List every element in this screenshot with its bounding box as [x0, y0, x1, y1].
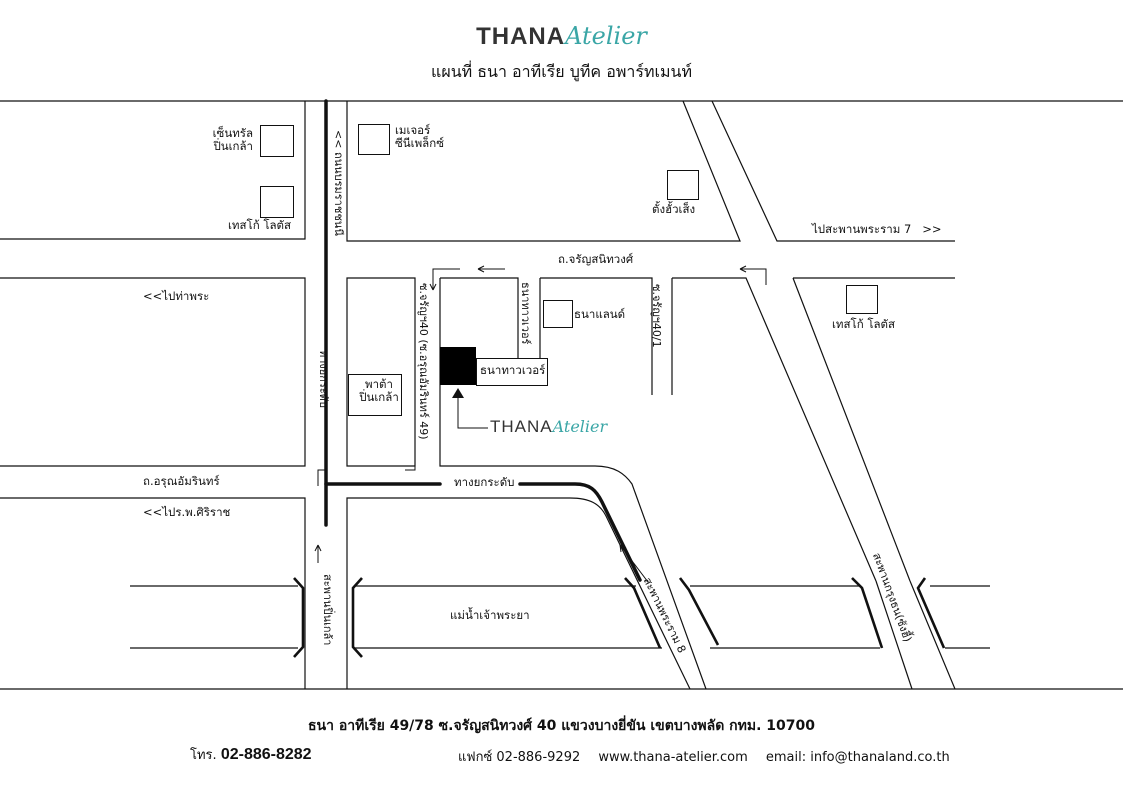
block-tha-phra — [0, 277, 306, 467]
label-to-siriraj: <<ไปร.พ.ศิริราช — [143, 505, 231, 519]
arrow-right-turn — [740, 268, 767, 285]
box-tang-hua-seng — [667, 170, 699, 200]
bridge-krungthon-right — [916, 577, 946, 649]
arrow-bridge-up-head — [314, 544, 322, 552]
pointer-atelier — [457, 394, 488, 429]
label-thana-tower: ธนาทาวเวอร์ — [480, 363, 546, 377]
footer-phone: โทร. 02-886-8282 — [190, 744, 312, 765]
bridge-pinklao-right — [351, 577, 363, 658]
atelier-building — [440, 347, 476, 385]
website-link[interactable]: www.thana-atelier.com — [598, 750, 748, 765]
pointer-atelier-head — [452, 388, 464, 398]
label-arun-amarin: ถ.อรุณอัมรินทร์ — [143, 474, 220, 488]
block-center-right — [672, 277, 877, 582]
box-tesco-right — [846, 285, 878, 314]
bridge-rama8-right — [678, 577, 720, 646]
phone-label: โทร. — [190, 748, 217, 763]
arrow-charan-head — [477, 265, 485, 273]
label-to-rama7: ไปสะพานพระราม 7 >> — [812, 222, 942, 236]
logo: THANAAtelier — [0, 22, 1123, 51]
block-thana-top — [440, 277, 519, 358]
page-title: แผนที่ ธนา อาทีเรีย บูทีค อพาร์ทเมนท์ — [431, 62, 692, 81]
label-central: เซ็นทรัลปิ่นเกล้า — [212, 126, 253, 154]
bridge-krungthon-left — [851, 577, 884, 649]
fax-number: แฟกซ์ 02-886-9292 — [458, 750, 581, 765]
label-bromrat-road: << ถนนบรมราชชนนี — [332, 130, 345, 236]
box-thana-tower — [476, 358, 548, 386]
block-pata — [346, 277, 416, 467]
box-thanaland — [543, 300, 573, 328]
arrow-soi-turn-head — [429, 283, 437, 291]
arrow-right-turn-head — [739, 265, 747, 273]
bridge-rama8-left — [624, 577, 662, 649]
box-tesco-left — [260, 186, 294, 218]
block-central — [0, 101, 306, 240]
footer-contacts: แฟกซ์ 02-886-9292 www.thana-atelier.com … — [458, 746, 964, 767]
label-charansanitwong: ถ.จรัญสนิทวงศ์ — [558, 252, 634, 266]
label-tesco-right: เทสโก้ โลตัส — [832, 317, 896, 331]
box-pata — [348, 374, 402, 416]
block-thana — [439, 278, 707, 690]
block-river-north — [346, 497, 691, 690]
block-siriraj — [0, 497, 306, 689]
label-pinklao-expressway: ทางยกระดับ — [317, 350, 330, 408]
logo-script: Atelier — [565, 22, 647, 50]
label-pinklao-bridge: สะพานปิ่นเกล้า — [321, 574, 334, 646]
box-central — [260, 125, 294, 157]
expressway-horizontal-b — [518, 482, 642, 582]
label-soi-40: ซ.จรัญฯ40 (ซ.อรุณอัมรินทร์ 49) — [417, 283, 430, 440]
arrow-soi-turn — [432, 268, 460, 290]
email-link[interactable]: email: info@thanaland.co.th — [765, 750, 950, 765]
label-pata: พาต้าปิ่นเกล้า — [359, 377, 399, 405]
logo-wordmark: THANA — [476, 23, 566, 50]
footer-address: ธนา อาทีเรีย 49/78 ซ.จรัญสนิทวงศ์ 40 แขว… — [307, 718, 816, 734]
label-soi-40-1: ซ.จรัญฯ40/1 — [650, 284, 663, 348]
label-thanaland: ธนาแลนด์ — [574, 307, 626, 321]
label-to-tha-phra: <<ไปท่าพระ — [143, 289, 210, 303]
label-tang-hua-seng: ตั้งฮั้วเส็ง — [652, 202, 696, 216]
block-thanaland — [540, 277, 653, 395]
road-bridge-edge-c — [875, 580, 913, 690]
label-expressway: ทางยกระดับ — [450, 475, 519, 490]
label-tesco-left: เทสโก้ โลตัส — [228, 218, 292, 232]
label-thana-tower-road: ธนาทาวเวอร์ — [519, 282, 532, 345]
arrow-exit-left — [317, 469, 326, 486]
box-major — [358, 124, 390, 155]
road-bridge-edge-b — [909, 580, 956, 690]
road-bridge-edge-a — [792, 277, 911, 582]
arrow-exit-soi — [405, 454, 416, 471]
road-rama7-edge — [711, 100, 955, 242]
arrow-rama8-head — [619, 544, 627, 553]
block-major — [346, 100, 741, 242]
arrow-rama8 — [619, 544, 649, 583]
label-major: เมเจอร์ซีนีเพล็กซ์ — [395, 123, 444, 151]
atelier-map-logo: THANAAtelier — [490, 417, 608, 436]
label-chao-phraya: แม่น้ำเจ้าพระยา — [450, 608, 530, 622]
phone-number[interactable]: 02-886-8282 — [220, 746, 312, 763]
bridge-pinklao-left — [293, 577, 305, 658]
